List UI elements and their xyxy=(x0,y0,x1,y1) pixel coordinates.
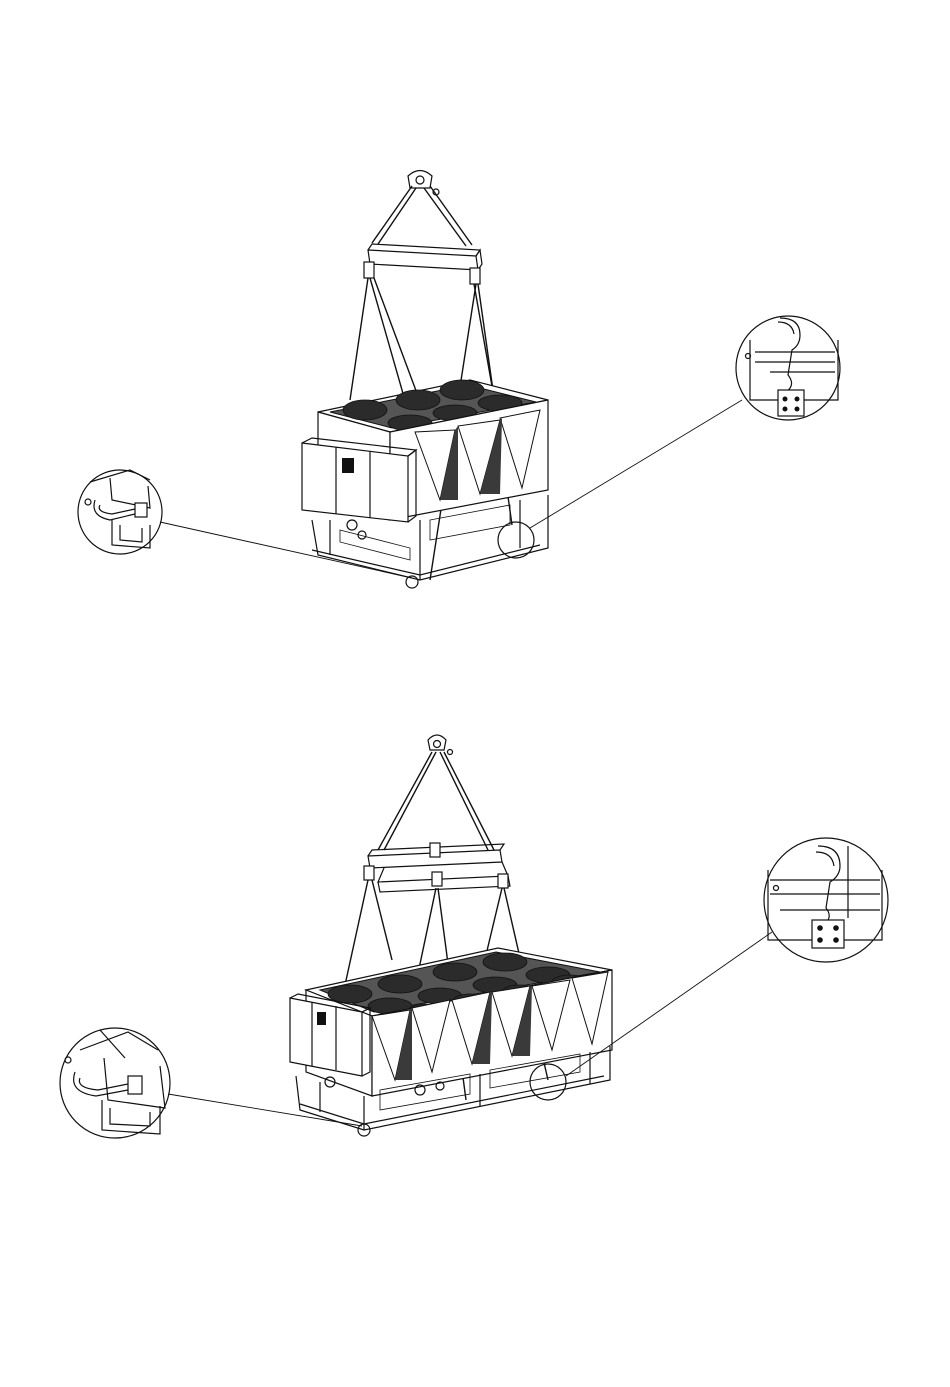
bottom-upper-slings xyxy=(378,752,494,850)
top-spreader-bar xyxy=(364,244,482,284)
bottom-chiller-unit xyxy=(290,948,612,1130)
top-chiller-unit xyxy=(302,380,548,580)
top-upper-slings xyxy=(372,186,472,246)
top-callout-right xyxy=(498,316,840,558)
lifting-hole-detail-icon xyxy=(65,1030,165,1134)
bottom-lifting-eye xyxy=(428,735,453,755)
bottom-h-frame-spreader xyxy=(364,843,510,892)
bottom-figure xyxy=(60,735,888,1138)
top-figure xyxy=(78,171,840,589)
hook-detail-icon xyxy=(768,846,882,948)
lifting-hole-detail-icon xyxy=(85,470,150,548)
hook-detail-icon xyxy=(746,318,839,416)
